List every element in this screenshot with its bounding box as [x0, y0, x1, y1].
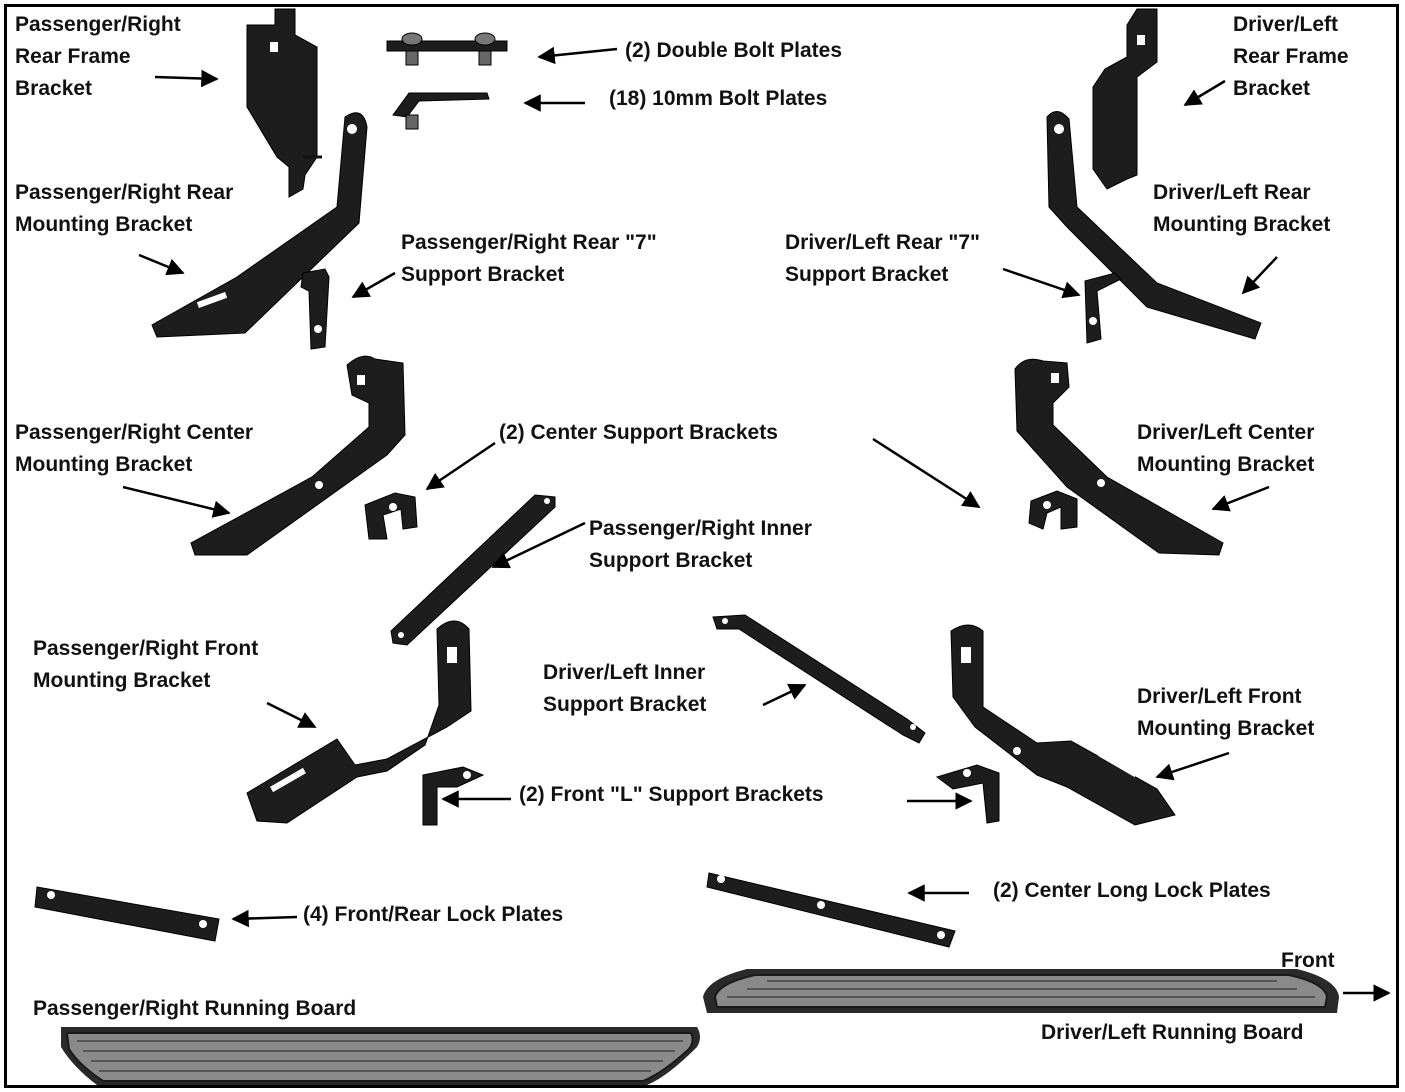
pr-running-board — [61, 1027, 700, 1085]
callout-arrows — [122, 46, 1391, 1002]
dl-center-mounting-bracket — [1014, 358, 1224, 556]
label-dl-rear-frame-bracket: Driver/Left Rear Frame Bracket — [1233, 13, 1349, 100]
label-10mm-bolt-plates: (18) 10mm Bolt Plates — [609, 87, 828, 110]
label-pr-inner-support-bracket: Passenger/Right Inner Support Bracket — [589, 517, 812, 572]
label-center-long-lock-plates: (2) Center Long Lock Plates — [993, 879, 1271, 902]
label-pr-front-mounting-bracket: Passenger/Right Front Mounting Bracket — [33, 637, 259, 692]
dl-running-board — [703, 969, 1339, 1013]
label-pr-rear-7-support-bracket: Passenger/Right Rear "7" Support Bracket — [401, 231, 657, 286]
label-dl-running-board: Driver/Left Running Board — [1041, 1021, 1304, 1044]
dl-front-mounting-bracket — [950, 624, 1176, 826]
pr-rear-frame-bracket — [246, 8, 322, 198]
label-pr-rear-frame-bracket: Passenger/Right Rear Frame Bracket — [15, 13, 181, 100]
label-pr-center-mounting-bracket: Passenger/Right Center Mounting Bracket — [15, 421, 254, 476]
center-long-lock-plate — [706, 872, 956, 948]
dl-front-l-support-bracket — [935, 764, 1000, 824]
label-dl-front-mounting-bracket: Driver/Left Front Mounting Bracket — [1137, 685, 1315, 740]
dl-rear-7-support-bracket — [1084, 272, 1122, 344]
dl-rear-mounting-bracket — [1046, 111, 1262, 340]
label-dl-rear-7-support-bracket: Driver/Left Rear "7" Support Bracket — [785, 231, 980, 286]
label-dl-center-mounting-bracket: Driver/Left Center Mounting Bracket — [1137, 421, 1315, 476]
pr-front-l-support-bracket — [422, 766, 485, 826]
dl-center-support-bracket — [1028, 490, 1078, 530]
pr-inner-support-bracket — [390, 494, 556, 646]
pr-front-mounting-bracket — [246, 620, 472, 824]
dl-rear-frame-bracket — [1092, 8, 1158, 190]
label-front-rear-lock-plates: (4) Front/Rear Lock Plates — [303, 903, 564, 926]
front-rear-lock-plate — [34, 886, 220, 942]
parts-illustration — [34, 8, 1391, 1085]
label-front-direction: Front — [1281, 949, 1335, 972]
bolt-plate-10mm — [392, 92, 490, 130]
pr-center-support-bracket — [364, 492, 418, 540]
label-dl-inner-support-bracket: Driver/Left Inner Support Bracket — [543, 661, 707, 716]
label-double-bolt-plates: (2) Double Bolt Plates — [625, 39, 843, 62]
pr-rear-7-support-bracket — [300, 268, 330, 350]
label-dl-rear-mounting-bracket: Driver/Left Rear Mounting Bracket — [1153, 181, 1331, 236]
pr-center-mounting-bracket — [190, 355, 406, 556]
parts-diagram: Passenger/Right Rear Frame Bracket (2) D… — [4, 4, 1399, 1088]
label-pr-rear-mounting-bracket: Passenger/Right Rear Mounting Bracket — [15, 181, 234, 236]
double-bolt-plate — [386, 32, 508, 66]
label-front-l-support-brackets: (2) Front "L" Support Brackets — [519, 783, 824, 806]
label-pr-running-board: Passenger/Right Running Board — [33, 997, 357, 1020]
dl-inner-support-bracket — [712, 614, 926, 744]
pr-rear-mounting-bracket — [151, 112, 368, 338]
label-center-support-brackets: (2) Center Support Brackets — [499, 421, 778, 444]
